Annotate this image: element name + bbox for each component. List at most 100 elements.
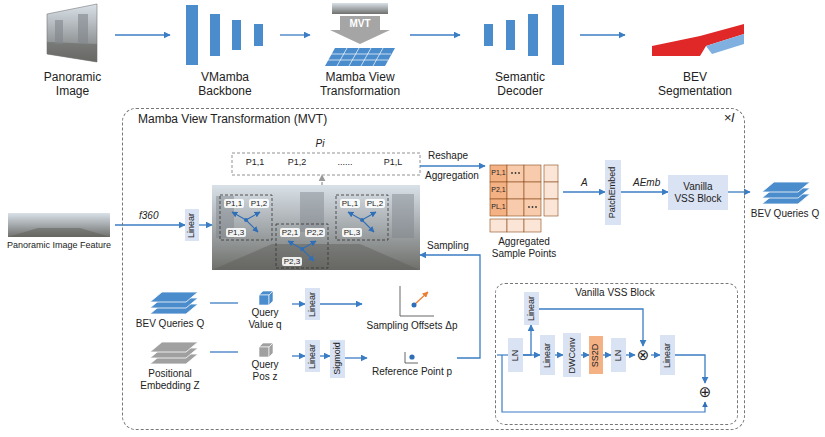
node-label: ⊕ xyxy=(699,385,712,400)
layer-box: Sigmoid xyxy=(330,340,345,379)
mvt-icon xyxy=(325,48,395,66)
node-label: P1,1 xyxy=(240,157,270,167)
node-label: VMamba Backbone xyxy=(185,71,265,99)
connector xyxy=(320,303,362,304)
sample-group-outline xyxy=(232,153,420,175)
aggregated-grid xyxy=(490,165,507,182)
query-pos-icon xyxy=(259,343,273,357)
aggregated-grid xyxy=(544,182,558,199)
decoder-bars xyxy=(484,24,493,46)
aggregated-grid xyxy=(507,165,524,182)
annotation-label: Aggregation xyxy=(424,170,480,182)
layer-label: PatchEmbed xyxy=(609,167,618,219)
aggregated-grid xyxy=(524,165,541,182)
operator-symbol: ⊕ xyxy=(697,383,713,401)
offset-plot xyxy=(412,303,417,308)
node-label: PL,1 xyxy=(340,199,360,208)
node-label: Vanilla VSS Block xyxy=(560,287,670,299)
mvt-icon xyxy=(328,48,391,66)
output-caption: BEV Queries Q xyxy=(750,178,820,220)
mvt-icon xyxy=(361,48,371,66)
connector xyxy=(675,355,705,383)
panorama-feature xyxy=(300,192,324,232)
layer-box: Linear xyxy=(305,288,320,320)
backbone-bars xyxy=(186,5,198,65)
offset-plot xyxy=(400,286,434,316)
query-caption: Query Value q xyxy=(238,290,292,330)
stage-caption: MVTMamba View Transformation xyxy=(310,3,410,99)
edge-label: f360 xyxy=(138,210,159,222)
mvt-icon xyxy=(373,48,383,66)
panorama-thumbnail xyxy=(47,4,97,62)
grid-dots xyxy=(515,172,517,174)
connector xyxy=(320,355,330,356)
edge-label: Sampling xyxy=(426,240,470,252)
layer-label: Vanilla VSS Block xyxy=(673,181,723,204)
mvt-icon xyxy=(330,16,390,44)
aggregated-grid xyxy=(544,165,558,182)
edge-label: A xyxy=(580,177,589,189)
aggregated-grid xyxy=(524,199,541,216)
mvt-icon xyxy=(331,54,391,55)
decoder-bars xyxy=(528,14,538,56)
node-label: BEV Queries Q xyxy=(750,208,820,220)
panorama-feature xyxy=(244,218,364,251)
grid-dots xyxy=(535,206,537,208)
node-label: ⊗ xyxy=(637,348,650,363)
connector xyxy=(321,175,322,185)
feature-image xyxy=(8,213,110,237)
layer-box: LN xyxy=(508,338,523,372)
backbone-bars xyxy=(186,5,263,65)
node-label: ...... xyxy=(330,157,360,167)
node-label: P2,3 xyxy=(282,257,302,266)
connector xyxy=(210,302,238,303)
connector xyxy=(292,355,305,356)
stage-caption: VMamba Backbone xyxy=(170,3,280,99)
node-label: P1,3 xyxy=(226,228,246,237)
input-caption: Positional Embedding Z xyxy=(130,340,210,391)
grid-dots xyxy=(532,206,534,208)
layer-label: Linear xyxy=(527,296,536,321)
connector xyxy=(603,354,611,355)
node-label: PL,3 xyxy=(342,228,362,237)
node-label: P1,2 xyxy=(249,199,269,208)
mvt-icon xyxy=(328,60,388,61)
node-label: Panoramic Image Feature xyxy=(3,240,115,250)
node-label: P1,2 xyxy=(282,157,312,167)
block-box: Vanilla VSS Block xyxy=(668,175,728,210)
mvt-icon xyxy=(337,48,347,66)
operator-symbol: ⊗ xyxy=(635,346,651,364)
connector xyxy=(581,354,589,355)
feature-image xyxy=(8,228,110,237)
connector xyxy=(626,354,635,355)
grid-dots xyxy=(511,172,513,174)
decoder-bars xyxy=(484,5,564,65)
stage-caption: BEV Segmentation xyxy=(625,3,765,99)
node-label: Reference Point p xyxy=(367,366,457,378)
stage-caption: Semantic Decoder xyxy=(460,3,580,99)
connector xyxy=(651,354,660,355)
panorama-feature xyxy=(336,195,388,240)
node-label: MVT xyxy=(345,18,375,30)
connector xyxy=(210,351,238,352)
node-label: P2,1 xyxy=(490,186,507,194)
layer-label: Linear xyxy=(308,343,317,368)
panorama-feature xyxy=(302,241,316,249)
input-caption: BEV Queries Q xyxy=(130,290,210,330)
panorama-feature xyxy=(392,194,414,238)
panorama-thumbnail xyxy=(47,42,97,62)
layer-box: SS2D xyxy=(589,336,603,374)
panorama-feature xyxy=(212,185,420,270)
panorama-feature xyxy=(246,220,258,232)
connector xyxy=(115,224,185,225)
panorama-feature xyxy=(362,220,374,232)
mvt-icon xyxy=(349,48,359,66)
node-label: Panoramic Image xyxy=(38,71,108,99)
layer-label: DWConv xyxy=(568,337,577,373)
panorama-thumbnail xyxy=(78,14,88,44)
layer-label: Linear xyxy=(308,291,317,316)
plot-caption: Reference Point p xyxy=(367,350,457,378)
bev-map xyxy=(652,24,744,56)
grid-dots xyxy=(518,172,520,174)
